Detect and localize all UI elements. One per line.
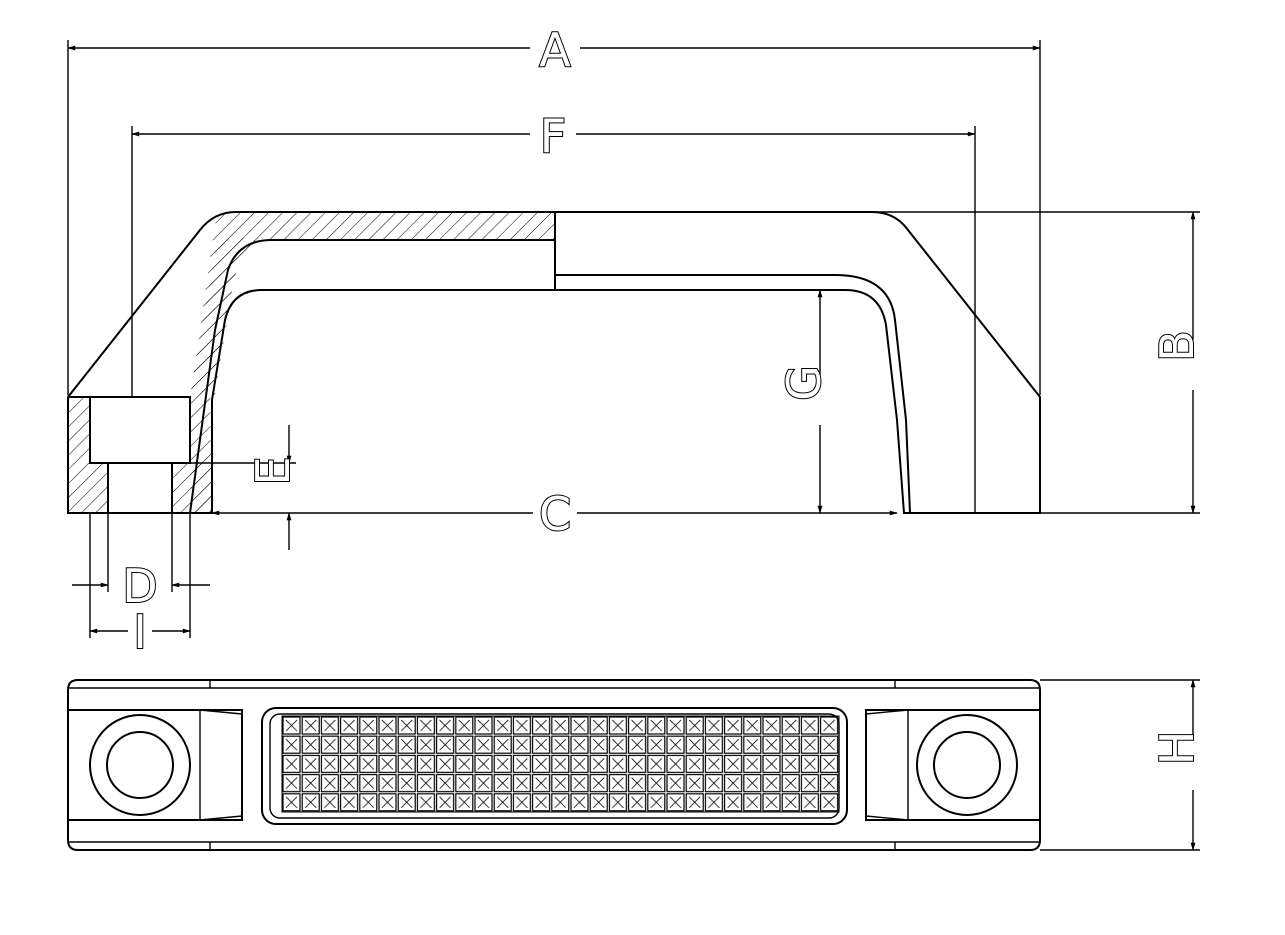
dimension-c: C: [211, 486, 898, 542]
section-hatch-leg: [190, 237, 275, 514]
dimension-h: H: [1040, 679, 1216, 851]
right-boss-outer: [916, 714, 1018, 816]
dimension-i: I: [89, 513, 191, 660]
section-hatch-left-wall: [68, 397, 90, 513]
label-c: C: [539, 487, 571, 541]
right-boss-bore: [933, 731, 1001, 799]
label-e: E: [246, 456, 300, 485]
top-view-outline: [67, 679, 1041, 851]
grip-knurl-pattern: [281, 715, 840, 813]
left-boss-outer: [89, 714, 191, 816]
left-mounting-boss: [67, 709, 243, 821]
section-inner-contour: [189, 212, 556, 514]
handle-outline: [67, 211, 1041, 514]
section-hatch-top: [190, 212, 555, 398]
dimension-g: G: [776, 289, 843, 514]
label-i: I: [133, 605, 147, 659]
dimension-b: B: [872, 211, 1216, 514]
dimension-d: D: [72, 513, 210, 614]
top-view: H: [67, 679, 1216, 851]
label-b: B: [1150, 330, 1204, 362]
dimension-e: E: [190, 425, 301, 550]
dimension-a: A: [67, 22, 1041, 395]
left-boss-bore: [106, 731, 174, 799]
label-f: F: [540, 109, 566, 163]
dimension-f: F: [131, 108, 976, 513]
label-g: G: [777, 365, 831, 401]
grip-pad: [261, 707, 848, 825]
right-mounting-boss: [865, 709, 1041, 821]
inner-leg-contour: [555, 274, 911, 514]
label-h: H: [1150, 731, 1204, 766]
side-view: A F B G C: [67, 22, 1216, 660]
label-d: D: [122, 559, 157, 613]
label-a: A: [539, 23, 571, 77]
section-hatch-bore-left: [90, 463, 108, 513]
